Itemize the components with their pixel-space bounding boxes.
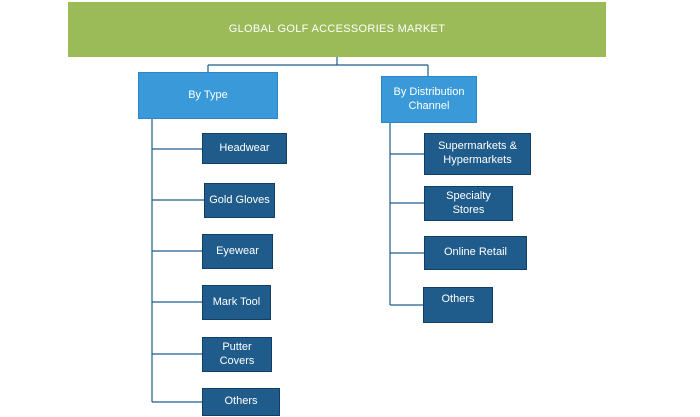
category-by-distribution-channel: By Distribution Channel — [381, 76, 477, 123]
channel-item-online-retail: Online Retail — [424, 236, 527, 270]
type-item-gold-gloves: Gold Gloves — [204, 183, 275, 218]
category-by-type: By Type — [138, 72, 278, 119]
type-item-eyewear: Eyewear — [202, 234, 273, 269]
channel-item-supermarkets-hypermarkets: Supermarkets & Hypermarkets — [424, 133, 531, 175]
channel-item-specialty-stores: Specialty Stores — [424, 186, 513, 221]
type-item-putter-covers: Putter Covers — [202, 337, 272, 372]
type-item-headwear: Headwear — [202, 133, 287, 164]
channel-item-others: Others — [423, 287, 493, 323]
diagram-title: GLOBAL GOLF ACCESSORIES MARKET — [68, 2, 606, 57]
type-item-others: Others — [202, 388, 280, 416]
type-item-mark-tool: Mark Tool — [202, 285, 271, 320]
